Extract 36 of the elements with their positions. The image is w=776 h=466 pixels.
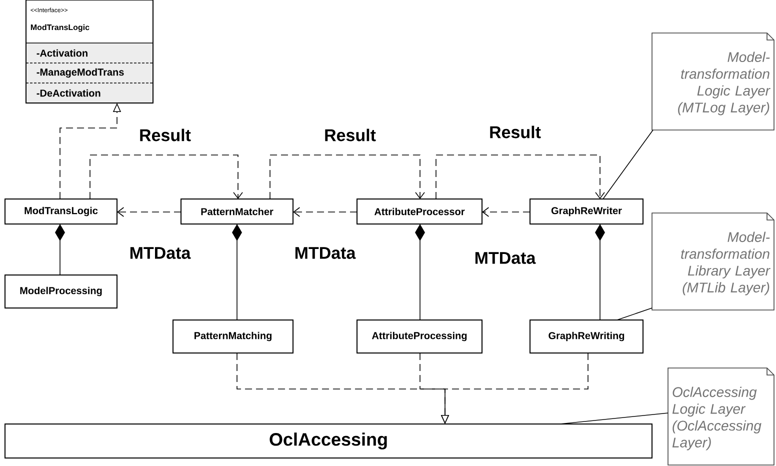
arrow <box>270 154 425 200</box>
arrow <box>90 154 243 200</box>
note-box: OclAccessing Logic Layer (OclAccessing Layer) <box>668 368 774 466</box>
operation-label: -Activation <box>36 49 88 57</box>
class-box: PatternMatching <box>172 320 294 354</box>
operation-label: -ManageModTrans <box>36 68 124 78</box>
layer-box: OclAccessing <box>4 424 652 458</box>
composition-line <box>55 224 65 276</box>
arrow <box>117 207 182 217</box>
composition-line <box>232 224 242 320</box>
class-box: GraphReWriting <box>530 320 644 354</box>
arrow <box>436 154 605 200</box>
class-box: ModelProcessing <box>4 274 118 308</box>
class-box: AttributeProcessing <box>356 320 482 354</box>
composition-line <box>595 224 605 320</box>
note-box: Model-transformation Library Layer (MTLib Layer) <box>652 212 774 310</box>
class-box: ModTransLogic <box>4 198 118 224</box>
interface-box <box>26 0 154 104</box>
composition-line <box>415 224 425 320</box>
edge-label: Result <box>488 124 542 140</box>
edge-label: MTData <box>473 251 537 265</box>
operation-label: -DeActivation <box>36 89 100 97</box>
class-box: PatternMatcher <box>180 198 294 224</box>
class-box: GraphReWriter <box>530 198 644 224</box>
edge-label: Result <box>138 128 192 142</box>
class-name: ModTransLogic <box>30 24 90 32</box>
leader-line <box>602 130 654 200</box>
leader-line <box>560 412 668 424</box>
class-box: AttributeProcessor <box>356 198 482 224</box>
arrow <box>293 207 358 217</box>
edge-label: MTData <box>128 246 192 260</box>
note-box: Model-transformation Logic Layer (MTLog Layer) <box>652 32 774 130</box>
leader-line <box>616 308 652 320</box>
edge-label: MTData <box>293 246 357 260</box>
arrow <box>482 207 530 217</box>
edge-label: Result <box>323 128 377 142</box>
